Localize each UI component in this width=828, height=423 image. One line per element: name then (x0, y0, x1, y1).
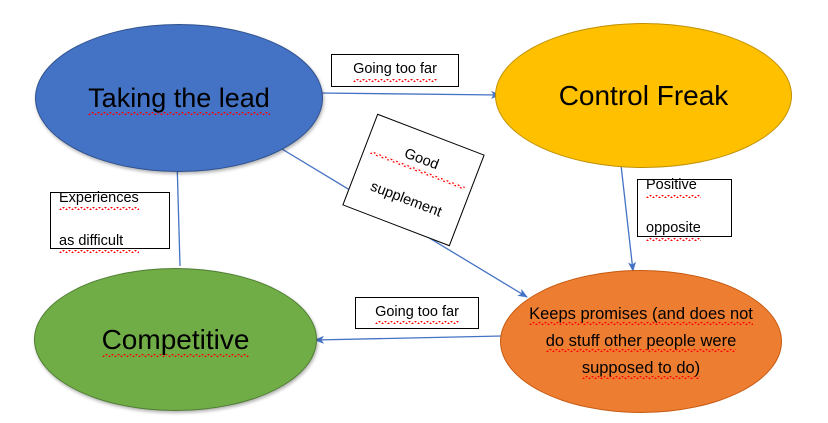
experiences-line-2: as difficult (59, 230, 139, 254)
positive-opposite-line-1: Positive (646, 175, 701, 198)
edge-label-going-too-far-bottom[interactable]: Going too far (355, 297, 479, 329)
arrow-promises-to-competitive (314, 335, 503, 344)
arrow-freak-to-promises (620, 164, 636, 272)
node-control-freak[interactable]: Control Freak (495, 23, 792, 168)
node-keeps-promises-line-1: Keeps promises (and does not (529, 305, 753, 324)
node-keeps-promises-label: Keeps promises (and does not do stuff ot… (519, 301, 763, 381)
node-competitive[interactable]: Competitive (34, 268, 317, 411)
node-taking-the-lead[interactable]: Taking the lead (35, 24, 323, 172)
node-control-freak-label: Control Freak (558, 79, 729, 111)
node-keeps-promises-line-2: do stuff other people were (545, 332, 737, 351)
edge-label-positive-opposite[interactable]: Positive opposite (637, 175, 732, 239)
edge-label-experiences-as-difficult[interactable]: Experiences as difficult (50, 187, 170, 252)
arrow-lead-to-freak (317, 90, 501, 99)
positive-opposite-line-2: opposite (646, 218, 701, 241)
experiences-line-1: Experiences (59, 187, 139, 211)
node-keeps-promises[interactable]: Keeps promises (and does not do stuff ot… (500, 270, 782, 413)
node-keeps-promises-line-3: supposed to do) (581, 358, 701, 377)
arrow-competitive-to-lead (173, 159, 182, 267)
node-taking-the-lead-label: Taking the lead (88, 82, 270, 113)
node-competitive-label: Competitive (101, 323, 250, 355)
edge-label-going-too-far-top[interactable]: Going too far (331, 54, 459, 87)
